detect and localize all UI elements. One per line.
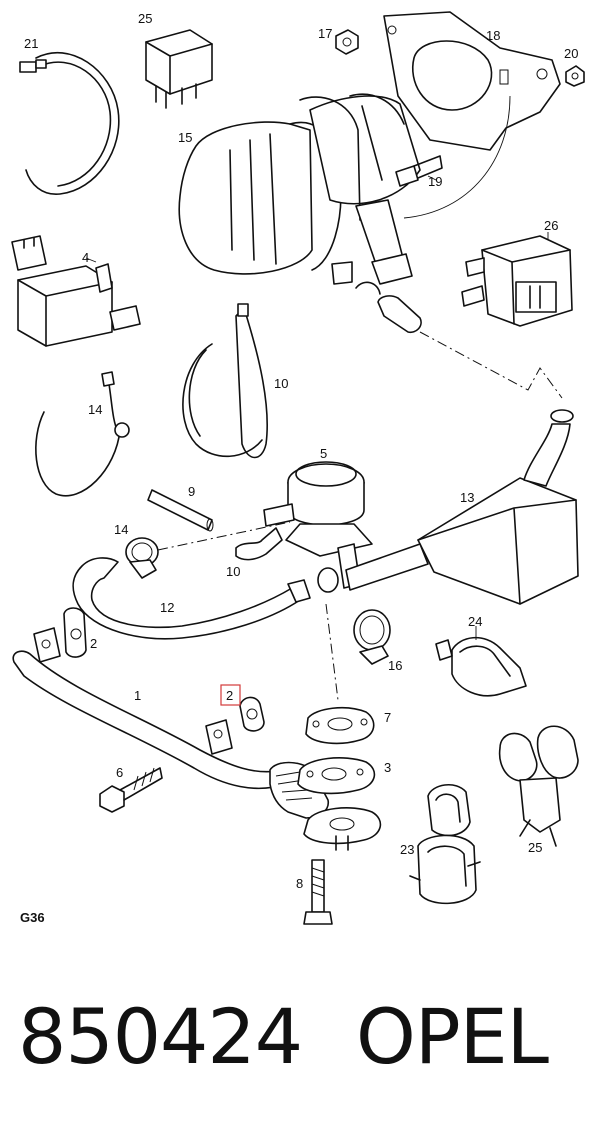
part-9-pipe[interactable]: [147, 489, 214, 532]
gasket-axis-line: [325, 603, 339, 701]
callout-11[interactable]: 10: [274, 376, 288, 391]
part-number: 850424: [18, 992, 303, 1081]
part-14-clamp[interactable]: [125, 521, 291, 579]
callout-5[interactable]: 5: [320, 446, 327, 461]
part-20-stud[interactable]: [395, 155, 443, 187]
part-21-nut[interactable]: [565, 65, 585, 87]
part-18-nut[interactable]: [335, 29, 359, 55]
callout-14[interactable]: 14: [114, 522, 128, 537]
callout-26[interactable]: 25: [138, 11, 152, 26]
part-11-cable-ties[interactable]: [182, 303, 268, 459]
callout-27[interactable]: 26: [544, 218, 558, 233]
group-code: G36: [20, 910, 45, 925]
pipe-flange: [303, 807, 382, 851]
callout-10[interactable]: 10: [226, 564, 240, 579]
leader-4: [85, 257, 97, 263]
part-10-hose[interactable]: [235, 527, 283, 561]
part-3-gasket[interactable]: [297, 757, 376, 795]
footer: 850424 OPEL: [0, 965, 600, 1125]
part-7-gasket[interactable]: [305, 706, 375, 745]
part-1-pipe[interactable]: [12, 627, 330, 819]
callout-2a[interactable]: 2: [90, 636, 97, 651]
part-5-valve[interactable]: [263, 461, 373, 589]
callout-6[interactable]: 6: [116, 765, 123, 780]
part-4-solenoid[interactable]: [11, 235, 141, 347]
callout-18[interactable]: 17: [318, 26, 332, 41]
callout-highlight: [220, 684, 241, 706]
callout-16[interactable]: 15: [178, 130, 192, 145]
part-19-bracket[interactable]: [383, 11, 561, 151]
part-24-clamp[interactable]: [435, 636, 527, 697]
callout-4[interactable]: 4: [82, 250, 89, 265]
callout-22[interactable]: 21: [24, 36, 38, 51]
part-16-air-pump[interactable]: [178, 93, 421, 285]
parts-diagram: 21 25 17 18 20 15 19 26 4 10 14 5 9 13 1…: [11, 11, 585, 925]
part-26-relay[interactable]: [145, 29, 213, 109]
part-2-gasket-right[interactable]: [239, 696, 265, 732]
part-23-clamps[interactable]: [409, 784, 481, 905]
callout-15[interactable]: 14: [88, 402, 102, 417]
callout-12[interactable]: 12: [160, 600, 174, 615]
callout-9[interactable]: 9: [188, 484, 195, 499]
part-22-cable-strap[interactable]: [19, 52, 120, 195]
callout-7[interactable]: 7: [384, 710, 391, 725]
part-13-filter-box[interactable]: [317, 409, 579, 605]
part-17-clamp[interactable]: [353, 609, 391, 665]
part-12-hose[interactable]: [72, 557, 311, 640]
part-8-bolt[interactable]: [303, 859, 333, 925]
callout-23[interactable]: 23: [400, 842, 414, 857]
pump-connector-plug: [355, 95, 511, 295]
brand-name: OPEL: [356, 992, 549, 1081]
callout-20[interactable]: 19: [428, 174, 442, 189]
callout-25[interactable]: 25: [528, 840, 542, 855]
callout-3[interactable]: 3: [384, 760, 391, 775]
part-25-bracket[interactable]: [498, 725, 579, 847]
part-27-valve[interactable]: [461, 235, 573, 327]
callout-17[interactable]: 16: [388, 658, 402, 673]
leader-20: [427, 175, 437, 181]
callout-8[interactable]: 8: [296, 876, 303, 891]
callout-19[interactable]: 18: [486, 28, 500, 43]
part-2-gasket-left[interactable]: [63, 607, 87, 658]
callout-24[interactable]: 24: [468, 614, 482, 629]
callout-2b[interactable]: 2: [226, 688, 233, 703]
callout-21[interactable]: 20: [564, 46, 578, 61]
part-6-bolt[interactable]: [99, 767, 163, 813]
upper-hose: [377, 295, 563, 399]
part-15-harness[interactable]: [35, 371, 130, 497]
callout-1[interactable]: 1: [134, 688, 141, 703]
callout-13[interactable]: 13: [460, 490, 474, 505]
